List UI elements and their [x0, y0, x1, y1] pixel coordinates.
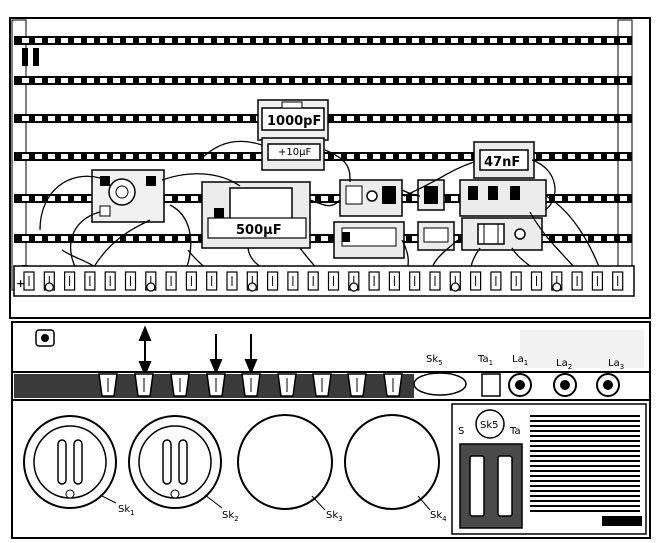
circuit-board: 1000pF +10μF 500μF: [9, 17, 651, 319]
terminal-post: [23, 271, 35, 291]
terminal-post: [388, 271, 400, 291]
terminal-post: [368, 271, 380, 291]
terminal-post: [226, 271, 238, 291]
terminal-post: [287, 271, 299, 291]
diode-module: [417, 179, 445, 211]
terminal-post: [449, 271, 461, 292]
plus-rail-label: +: [16, 277, 25, 290]
arrow-s4: [209, 334, 223, 375]
terminal-post: [510, 271, 522, 291]
terminal-post: [165, 271, 177, 291]
switch-s2[interactable]: [134, 373, 154, 397]
terminal-post: [104, 271, 116, 291]
terminal-post: [267, 271, 279, 291]
terminal-post: [490, 271, 502, 291]
terminal-post: [84, 271, 96, 291]
terminal-post: [348, 271, 360, 292]
transformer-module: [459, 179, 547, 251]
terminal-post: [409, 271, 421, 291]
socket-sk1[interactable]: [23, 415, 117, 509]
switch-s4[interactable]: [206, 373, 226, 397]
capacitor-10uf-label: +10μF: [278, 147, 311, 158]
sk1-label: Sk1: [118, 504, 135, 517]
sk5-socket[interactable]: [413, 372, 467, 396]
capacitor-500uf-label: 500μF: [236, 223, 282, 238]
switch-s8[interactable]: [347, 373, 367, 397]
terminal-post: [246, 271, 258, 292]
switch-s9[interactable]: [383, 373, 403, 397]
la1-label: La1: [512, 354, 528, 367]
terminal-strip: +: [13, 265, 635, 297]
lower-front: Sk1 Sk2 Sk3 Sk4 Sk5 S Ta: [11, 399, 651, 539]
terminal-post: [63, 271, 76, 291]
terminal-post: [145, 271, 157, 292]
switch-s6[interactable]: [277, 373, 297, 397]
arrow-s2: [138, 325, 152, 377]
socket-sk2[interactable]: [128, 415, 222, 509]
insertion-arrows: [138, 325, 258, 377]
socket-sk3[interactable]: [237, 414, 333, 510]
potentiometer: [91, 169, 165, 223]
sk2-label: Sk2: [222, 510, 239, 523]
la3-label: La3: [608, 358, 624, 371]
top-control-labels: Sk5 Ta1 La1 La2 La3: [426, 354, 624, 371]
inset-ta-label: Ta: [509, 426, 521, 437]
transistor-module-upper: [339, 179, 403, 217]
ta1-label: Ta1: [477, 354, 493, 367]
terminal-post: [551, 271, 563, 292]
terminal-post: [185, 271, 197, 291]
resistor-module: [417, 221, 455, 251]
sk5-label: Sk5: [426, 354, 443, 367]
terminal-post: [571, 271, 583, 291]
switch-s5[interactable]: [241, 373, 261, 397]
sk4-label: Sk4: [430, 510, 447, 523]
terminal-post: [470, 271, 482, 291]
capacitor-47nf-label: 47nF: [484, 155, 520, 170]
switch-row: [11, 371, 651, 401]
switch-s1[interactable]: [98, 373, 118, 397]
arrow-s5: [244, 334, 258, 375]
speaker-grille: [530, 415, 640, 512]
terminal-post: [429, 271, 441, 291]
capacitor-500uf: 500μF: [201, 181, 311, 249]
switch-s3[interactable]: [170, 373, 190, 397]
ta1-key[interactable]: [481, 373, 501, 397]
inset-s-label: S: [458, 426, 464, 437]
sk3-label: Sk3: [326, 510, 343, 523]
terminal-post: [327, 271, 340, 291]
terminal-post: [591, 271, 604, 291]
la2-label: La2: [556, 358, 572, 371]
contact-strip: [14, 76, 632, 85]
terminal-post: [530, 271, 543, 291]
front-panel: [11, 321, 651, 373]
capacitor-1000pf: 1000pF: [257, 99, 329, 141]
terminal-post: [612, 271, 624, 291]
terminal-post: [206, 271, 218, 291]
capacitor-47nf: 47nF: [473, 141, 535, 179]
socket-sk4[interactable]: [344, 414, 440, 510]
capacitor-1000pf-label: 1000pF: [267, 114, 321, 129]
contact-strip: [14, 36, 632, 45]
terminal-post: [43, 271, 55, 292]
terminal-post: [124, 271, 137, 291]
transistor-module-lower: [333, 221, 405, 259]
terminal-post: [307, 271, 319, 291]
switch-s7[interactable]: [312, 373, 332, 397]
inset-panel: Sk5 S Ta: [451, 403, 647, 535]
inset-sk5-label: Sk5: [480, 420, 499, 431]
capacitor-10uf: +10μF: [261, 137, 325, 171]
